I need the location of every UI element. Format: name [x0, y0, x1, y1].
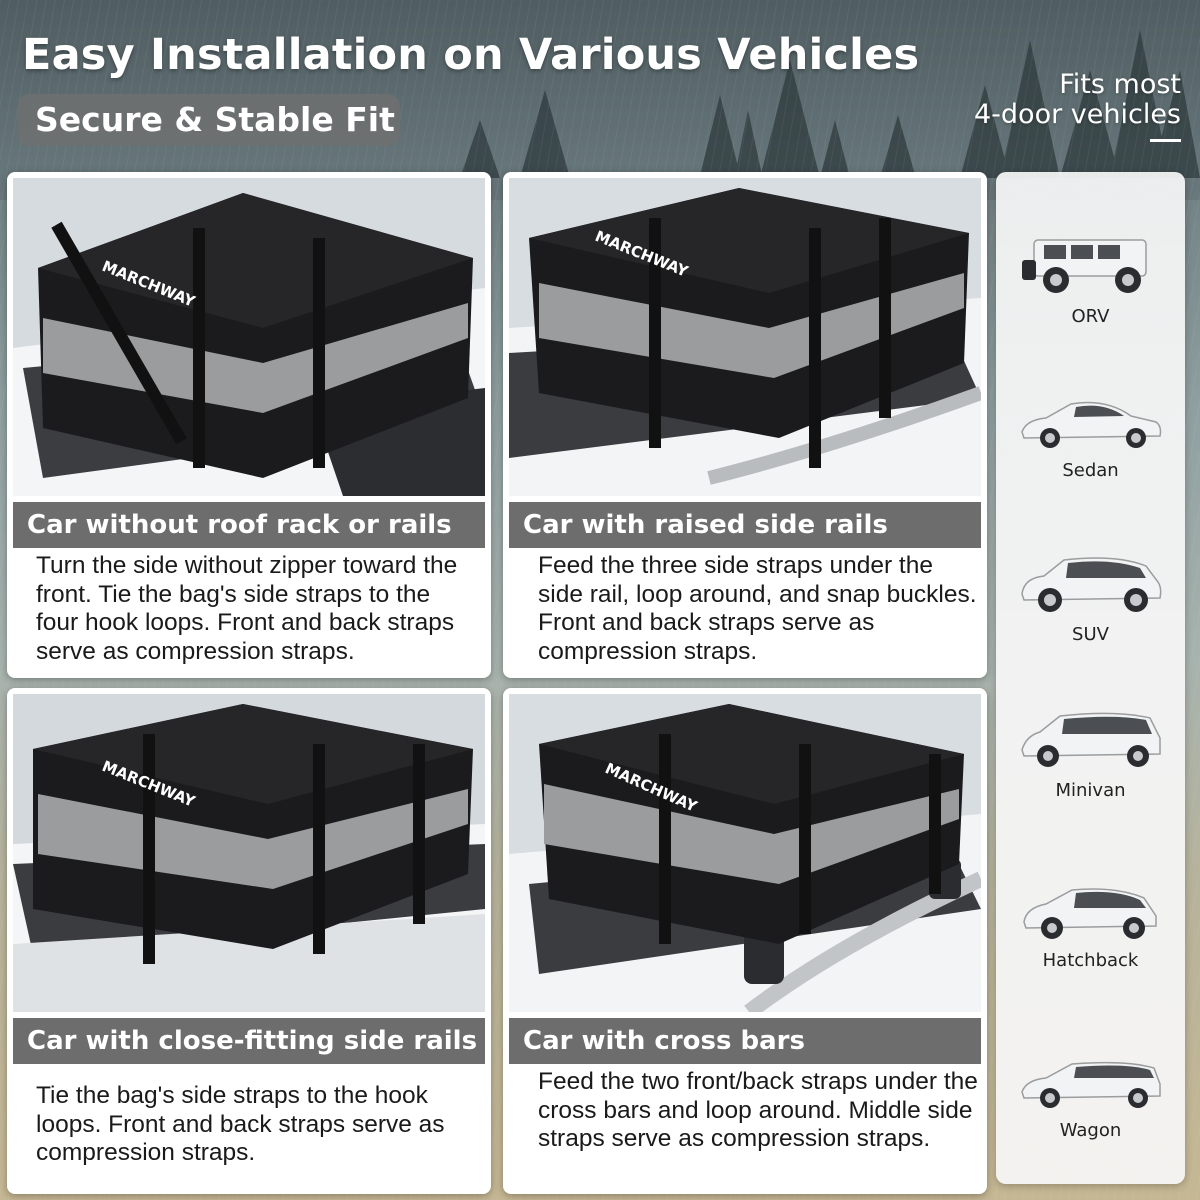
minivan-car-icon	[1020, 712, 1161, 767]
vehicle-item: SUV	[996, 552, 1185, 645]
vehicle-label: Sedan	[1062, 460, 1119, 481]
vehicle-label: Wagon	[1059, 1120, 1122, 1141]
card-heading: Car with cross bars	[509, 1018, 981, 1064]
card-photo: MARCHWAY	[509, 178, 981, 496]
suv-car-icon	[1020, 557, 1161, 612]
hatchback-car-icon	[1022, 888, 1157, 939]
vehicle-label: Minivan	[1055, 780, 1126, 801]
card-description: Tie the bag's side straps to the hook lo…	[36, 1082, 445, 1166]
vehicle-label: ORV	[1071, 306, 1110, 327]
card-raised-rails: MARCHWAY Car with raised side rails Feed…	[503, 172, 987, 678]
card-description: Turn the side without zipper toward the …	[36, 552, 458, 665]
wagon-car-icon	[1020, 1061, 1161, 1108]
card-no-rack: MARCHWAY Car without roof rack or rails …	[7, 172, 491, 678]
card-photo: MARCHWAY	[13, 694, 485, 1012]
card-close-fitting-rails: MARCHWAY Car with close-fitting side rai…	[7, 688, 491, 1194]
vehicle-types-panel: ORV Sedan SUV Minivan	[996, 172, 1185, 1184]
card-description: Feed the three side straps under the sid…	[538, 552, 977, 665]
card-description: Feed the two front/back straps under the…	[538, 1068, 978, 1152]
subtitle-pill: Secure & Stable Fit	[18, 94, 400, 146]
card-photo: MARCHWAY	[509, 694, 981, 1012]
card-heading: Car with close-fitting side rails	[13, 1018, 485, 1064]
vehicle-label: Hatchback	[1042, 950, 1139, 971]
card-heading: Car with raised side rails	[509, 502, 981, 548]
vehicle-item: Minivan	[996, 708, 1185, 801]
fits-note-line1: Fits most	[1059, 69, 1181, 100]
vehicle-item: Sedan	[996, 396, 1185, 481]
card-heading: Car without roof rack or rails	[13, 502, 485, 548]
vehicle-item: ORV	[996, 230, 1185, 327]
card-photo: MARCHWAY	[13, 178, 485, 496]
forest-background	[0, 0, 1200, 200]
vehicle-label: SUV	[1072, 624, 1109, 645]
page-title: Easy Installation on Various Vehicles	[22, 30, 920, 80]
fits-note: Fits most 4-door vehicles	[974, 70, 1181, 130]
fits-underline	[1150, 139, 1181, 142]
card-cross-bars: MARCHWAY Car with cross bars Feed the tw…	[503, 688, 987, 1194]
vehicle-item: Hatchback	[996, 882, 1185, 971]
fits-note-line2: 4-door vehicles	[973, 99, 1181, 130]
sedan-car-icon	[1020, 401, 1161, 448]
vehicle-item: Wagon	[996, 1056, 1185, 1141]
orv-car-icon	[1021, 239, 1147, 293]
